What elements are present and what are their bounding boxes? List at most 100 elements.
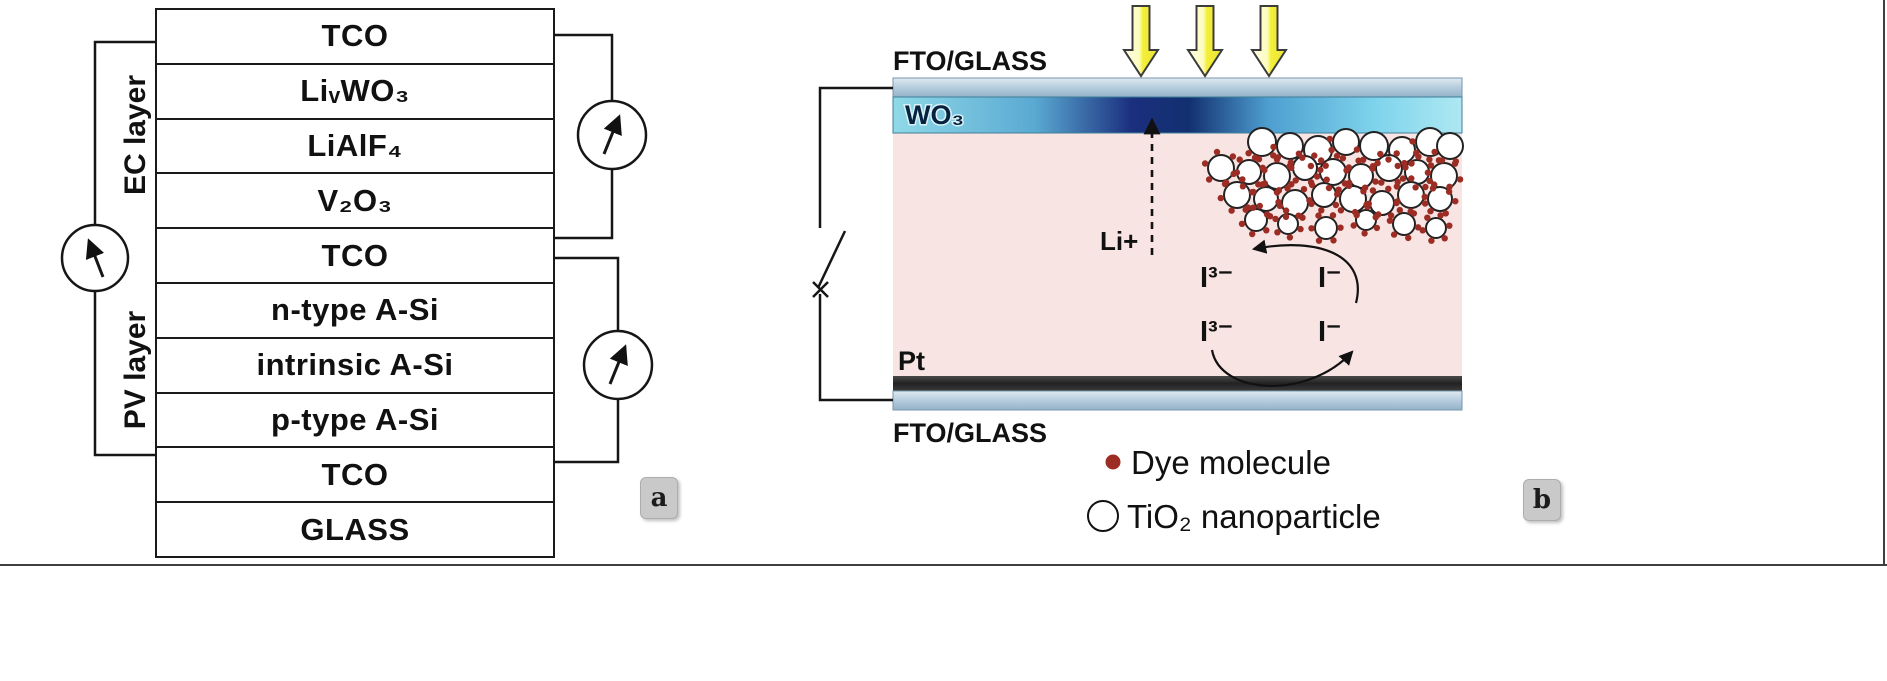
dye-molecule-dot [1286,162,1293,170]
dye-molecule-dot [1334,191,1341,198]
dye-molecule-dot [1401,159,1408,167]
wire-right-bottom-2 [549,399,620,464]
dye-molecule-dot [1409,138,1416,145]
wire-b-top [818,86,893,228]
dye-molecule-dot [1385,185,1392,192]
dye-molecule-dot [1286,234,1294,241]
tio2-nanoparticle [1223,181,1251,209]
dye-molecule-dot [1427,162,1435,169]
dye-molecule-dot [1272,215,1279,223]
tio2-nanoparticle [1425,217,1447,239]
dye-molecule-dot [1405,234,1412,242]
layer-v2o3: V₂O₃ [157,174,553,230]
panel-b-tag: b [1523,479,1561,521]
tio2-nanoparticle [1397,181,1425,209]
iodide-upper-label: I⁻ [1318,262,1341,294]
layer-glass: GLASS [300,511,410,547]
dye-molecule-dot [1394,162,1401,170]
dye-molecule-dot [1282,213,1290,220]
dye-molecule-dot [1386,217,1394,224]
dye-molecule-dot [1378,179,1385,186]
dye-molecule-dot [1308,181,1316,189]
panel-b-cell [892,77,1463,411]
layer-livwo3: LiᵥWO₃ [157,65,553,120]
triiodide-upper-label: I³⁻ [1200,262,1233,294]
dye-molecule-dot [1387,212,1395,219]
dye-molecule-dot [1213,148,1221,156]
layer-tco-2: TCO [157,229,553,284]
dye-molecule-dot [1390,231,1398,238]
tio2-nanoparticle [1311,182,1337,208]
dye-molecule-dot [1414,224,1422,231]
dye-molecule-dot [1315,237,1323,244]
tio2-nanoparticle [1247,127,1277,157]
dye-legend-label: Dye molecule [1131,444,1331,481]
pv-layer-label: PV layer [119,310,152,430]
dye-molecule-dot [1452,198,1459,205]
light-arrows [1122,5,1288,78]
dye-molecule-dot [1311,152,1318,159]
panel-a-circuit [60,33,654,464]
dye-molecule-dot [1275,198,1282,206]
dye-molecule-dot [1424,169,1432,176]
panel-b-circuit [812,86,893,402]
tio2-nanoparticle [1427,186,1453,212]
dye-molecule-dot [1437,212,1444,219]
dye-molecule-dot [1337,224,1344,231]
dye-molecule-dot [1228,207,1235,214]
wire-left-bottom [93,291,157,457]
wo3-label: WO₃ [905,100,964,130]
dye-molecule-dot [1263,227,1270,234]
dye-molecule-dot [1369,165,1376,172]
tio2-nanoparticle [1332,128,1360,156]
dye-molecule-dot [1456,176,1464,183]
dye-molecule-dot [1333,152,1341,160]
dye-molecule-dot [1393,183,1401,190]
dye-molecule-dot [1446,222,1453,229]
dye-molecule-dot [1393,150,1400,157]
dye-molecule-dot [1323,176,1330,183]
tio2-legend-label: TiO₂ nanoparticle [1127,498,1381,535]
dye-molecule-dot [1239,176,1246,183]
dye-molecule-dot [1248,189,1256,196]
tio2-nanoparticle [1314,216,1338,240]
switch-blade [816,230,847,289]
layer-intrinsic-asi: intrinsic A-Si [157,339,553,394]
dye-molecule-dot [1249,230,1256,238]
layer-tco-3: TCO [157,448,553,504]
dye-molecule-dot [1329,212,1337,219]
tio2-nanoparticle [1244,208,1268,232]
dye-molecule-dot [1372,178,1379,185]
dye-molecule-dot [1251,154,1259,161]
layer-ntype-asi: n-type A-Si [157,284,553,339]
wire-right-top-2 [549,169,614,240]
layer-stack: TCO LiᵥWO₃ LiAlF₄ V₂O₃ TCO n-type A-Si i… [155,8,555,558]
panel-a-tag: a [640,477,678,519]
dye-molecule-dot [1393,199,1400,207]
dye-molecule-dot [1242,206,1249,213]
dye-molecule-dot [1350,222,1357,229]
wire-right-bottom-1 [549,256,620,331]
dye-molecule-dot [1419,227,1426,234]
dye-molecule-dot [1295,212,1302,219]
dye-molecule-dot [1451,160,1459,167]
meter-right-bottom-needle [608,344,628,385]
dye-molecule-dot [1441,235,1448,242]
switch-x-2 [812,281,829,298]
layer-lialf4: LiAlF₄ [157,120,553,175]
tio2-nanoparticle [1375,154,1403,182]
dye-molecule-dot [1330,237,1337,244]
pt-layer-bar [893,376,1462,391]
layer-ptype-asi: p-type A-Si [157,394,553,449]
redox-arrow-top [1251,239,1359,304]
dye-molecule-dot [1361,184,1369,191]
dye-molecule-dot [1282,207,1290,214]
tio2-nanoparticle [1436,132,1464,160]
dye-molecule-dot [1435,157,1443,164]
dye-molecule-dot [1306,197,1313,204]
dye-molecule-dot [1236,156,1243,163]
dye-molecule-dot [1385,156,1392,163]
top-fto-glass-bar [892,77,1463,98]
dye-molecule-dot [1275,187,1283,194]
